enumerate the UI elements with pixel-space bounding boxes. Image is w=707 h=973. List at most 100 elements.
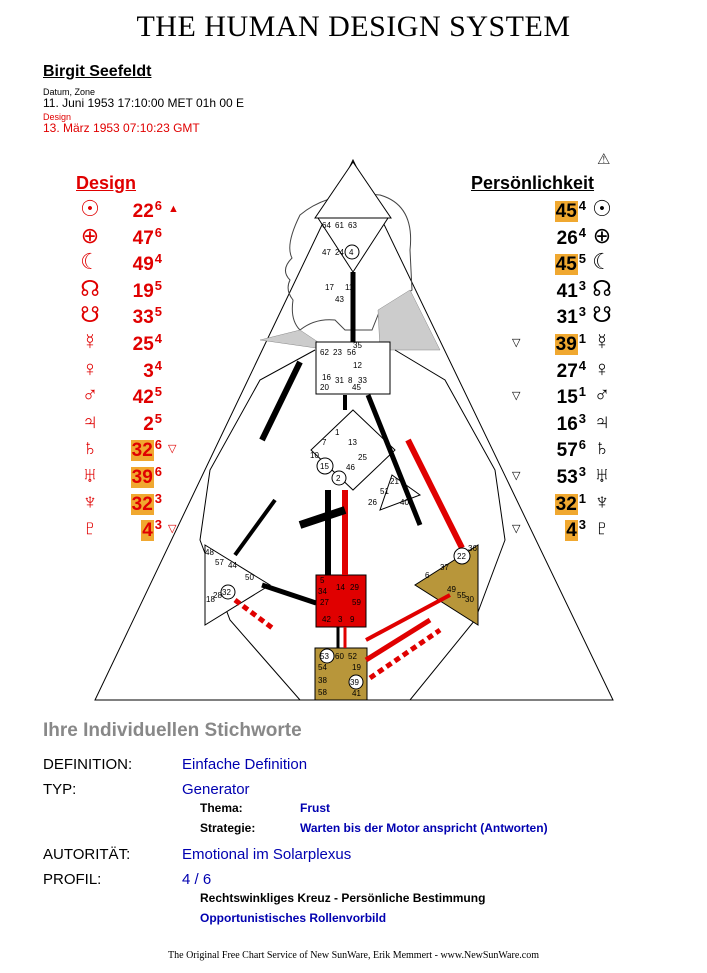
svg-text:11: 11 (345, 283, 354, 292)
sacral-center (315, 574, 367, 628)
svg-text:47: 47 (322, 248, 331, 257)
channel (233, 498, 277, 557)
line-value: 6 (154, 464, 162, 479)
svg-text:63: 63 (348, 221, 357, 230)
svg-text:45: 45 (352, 383, 361, 392)
svg-text:32: 32 (222, 588, 231, 597)
design-heading: Design (76, 173, 137, 193)
gate-number: 335 (104, 301, 162, 329)
svg-text:29: 29 (350, 583, 359, 592)
gate-number: 34 (104, 355, 162, 383)
svg-text:5: 5 (320, 576, 325, 585)
type-value: Generator (182, 781, 250, 798)
svg-text:33: 33 (358, 376, 367, 385)
jupiter-icon: ♃ (593, 408, 611, 434)
svg-text:26: 26 (368, 498, 377, 507)
svg-text:64: 64 (322, 221, 331, 230)
svg-text:12: 12 (353, 361, 362, 370)
line-value: 4 (154, 357, 162, 373)
gate-number: 576 (528, 434, 586, 462)
strategy-label: Strategie: (200, 821, 256, 835)
svg-text:58: 58 (318, 688, 327, 697)
gate-value: 15 (556, 387, 578, 409)
south-node-icon: ☋ (80, 302, 100, 328)
gate-value: 25 (132, 334, 154, 355)
gate-number: 274 (528, 355, 586, 383)
svg-text:40: 40 (400, 498, 409, 507)
solar-plexus-center (414, 544, 479, 626)
g-center (310, 409, 396, 491)
theme-label: Thema: (200, 801, 243, 815)
type-label: TYP: (43, 781, 77, 798)
svg-text:10: 10 (310, 451, 319, 460)
gate-number: 313 (528, 301, 586, 329)
gate-number: 151 (528, 381, 586, 409)
svg-text:6: 6 (425, 571, 430, 580)
mercury-icon: ☿ (81, 329, 99, 354)
role-text: Opportunistisches Rollenvorbild (200, 911, 387, 925)
svg-text:31: 31 (335, 376, 344, 385)
svg-text:44: 44 (228, 561, 237, 570)
svg-text:18: 18 (206, 595, 215, 604)
channel (233, 598, 277, 632)
exaltation-mark-icon: ▽ (512, 389, 521, 402)
line-value: 5 (154, 384, 162, 400)
page-title: THE HUMAN DESIGN SYSTEM (136, 10, 571, 43)
profile-label: PROFIL: (43, 871, 102, 888)
planet-row: ☊195 (76, 276, 168, 302)
svg-text:1: 1 (335, 428, 340, 437)
line-value: 6 (154, 437, 162, 453)
gate-value: 26 (556, 227, 578, 249)
incarnation-cross: Rechtswinkliges Kreuz - Persönliche Best… (200, 891, 486, 905)
svg-text:27: 27 (320, 598, 329, 607)
neptune-icon: ♆ (81, 488, 99, 514)
sun-icon: ☉ (80, 196, 100, 221)
planet-row: ♂425 (76, 382, 168, 409)
gate-value: 4 (565, 520, 578, 542)
gate-value: 16 (556, 413, 578, 435)
exaltation-mark-icon: ▽ (512, 469, 521, 482)
svg-text:8: 8 (348, 376, 353, 385)
venus-icon: ♀ (81, 355, 99, 381)
exaltation-mark-icon: ▽ (512, 522, 521, 535)
authority-value: Emotional im Solarplexus (182, 846, 352, 863)
line-value: 5 (154, 410, 162, 426)
gate-value: 39 (130, 467, 154, 488)
svg-text:57: 57 (215, 558, 224, 567)
svg-text:21: 21 (390, 477, 399, 486)
svg-text:54: 54 (318, 663, 327, 672)
channel (298, 506, 347, 529)
svg-text:19: 19 (352, 663, 361, 672)
mars-icon: ♂ (81, 382, 99, 408)
gate-value: 22 (132, 201, 154, 222)
svg-text:15: 15 (320, 462, 329, 471)
saturn-icon: ♄ (81, 435, 99, 461)
pluto-icon: ♇ (593, 515, 611, 541)
line-value: 3 (578, 304, 586, 320)
strategy-value: Warten bis der Motor anspricht (Antworte… (300, 821, 548, 835)
venus-icon: ♀ (593, 355, 611, 381)
svg-text:59: 59 (352, 598, 361, 607)
svg-text:49: 49 (447, 585, 456, 594)
line-value: 3 (578, 277, 586, 293)
south-node-icon: ☋ (592, 302, 612, 328)
svg-text:37: 37 (440, 563, 449, 572)
exaltation-mark-icon: ▽ (168, 442, 177, 455)
neptune-icon: ♆ (593, 488, 611, 514)
planet-row: 413☊ (512, 276, 616, 302)
planet-row: ♀34 (76, 356, 168, 382)
svg-text:22: 22 (457, 552, 466, 561)
svg-text:46: 46 (346, 463, 355, 472)
line-value: 6 (154, 224, 162, 240)
svg-text:36: 36 (468, 544, 477, 553)
svg-text:62: 62 (320, 348, 329, 357)
planet-row: ☿254 (76, 329, 168, 356)
